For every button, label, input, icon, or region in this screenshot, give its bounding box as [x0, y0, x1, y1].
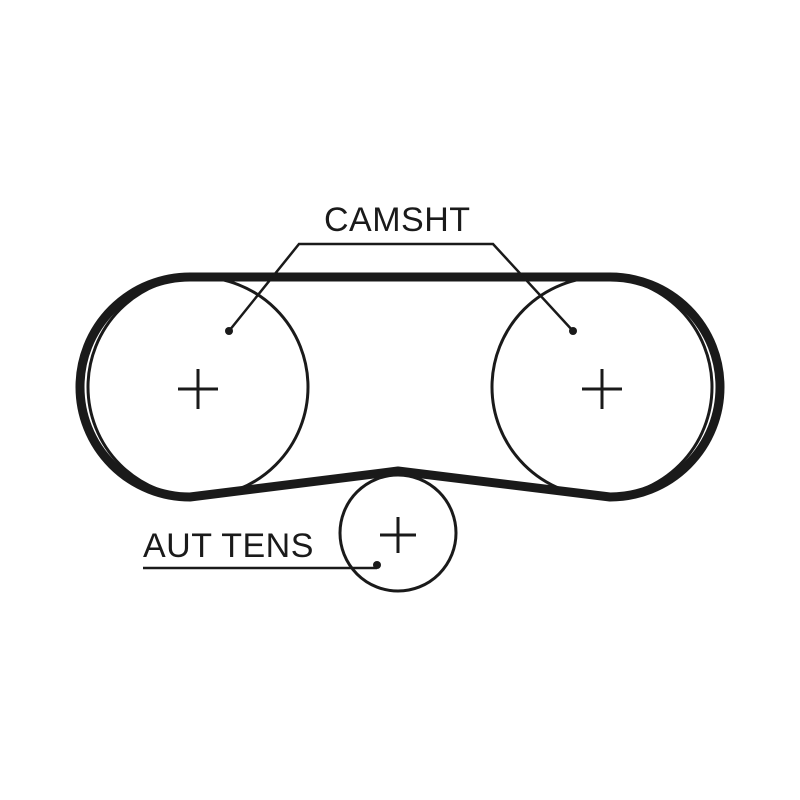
- right-leader-dot: [569, 327, 577, 335]
- right-camshaft-pulley: [490, 275, 714, 499]
- camshaft-label: CAMSHT: [324, 201, 471, 239]
- camshaft-leader: [228, 242, 574, 332]
- tensioner-label: AUT TENS: [143, 527, 314, 565]
- right-pulley-center-cross: [582, 369, 622, 409]
- left-leader-dot: [225, 327, 233, 335]
- left-pulley-center-cross: [178, 369, 218, 409]
- timing-belt: [75, 272, 725, 502]
- tensioner-leader-dot: [373, 561, 381, 569]
- tensioner-center-cross: [380, 517, 416, 553]
- left-camshaft-pulley: [86, 275, 310, 499]
- tensioner-pulley: [338, 473, 458, 593]
